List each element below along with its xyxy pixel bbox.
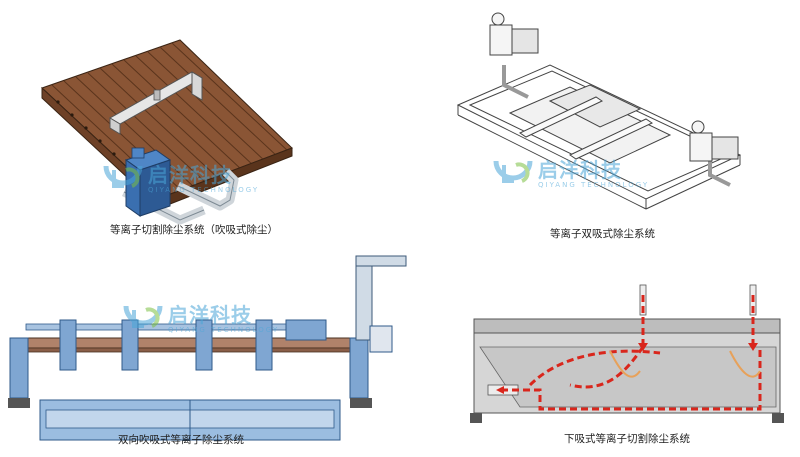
diagram-down-draft bbox=[470, 284, 784, 423]
panel-bottom-right: 下吸式等离子切割除尘系统 bbox=[460, 275, 790, 457]
panel-top-left: 启洋科技 QIYANG TECHNOLOGY 等离子切割除尘系统（吹吸式除尘） bbox=[20, 10, 320, 236]
panel-top-right: 启洋科技 QIYANG TECHNOLOGY 等离子双吸式除尘系统 bbox=[440, 5, 770, 240]
caption-top-right: 等离子双吸式除尘系统 bbox=[550, 228, 655, 240]
panel-bottom-left: 启洋科技 QIYANG TECHNOLOGY 双向吹吸式等离子除尘系统 bbox=[0, 250, 420, 457]
diagram-double-suction bbox=[456, 12, 742, 210]
caption-bottom-right: 下吸式等离子切割除尘系统 bbox=[564, 433, 690, 445]
caption-bottom-left: 双向吹吸式等离子除尘系统 bbox=[118, 434, 244, 446]
diagram-blow-suction-table bbox=[41, 39, 293, 225]
diagram-bidirectional bbox=[8, 255, 407, 441]
caption-top-left: 等离子切割除尘系统（吹吸式除尘） bbox=[110, 224, 278, 236]
